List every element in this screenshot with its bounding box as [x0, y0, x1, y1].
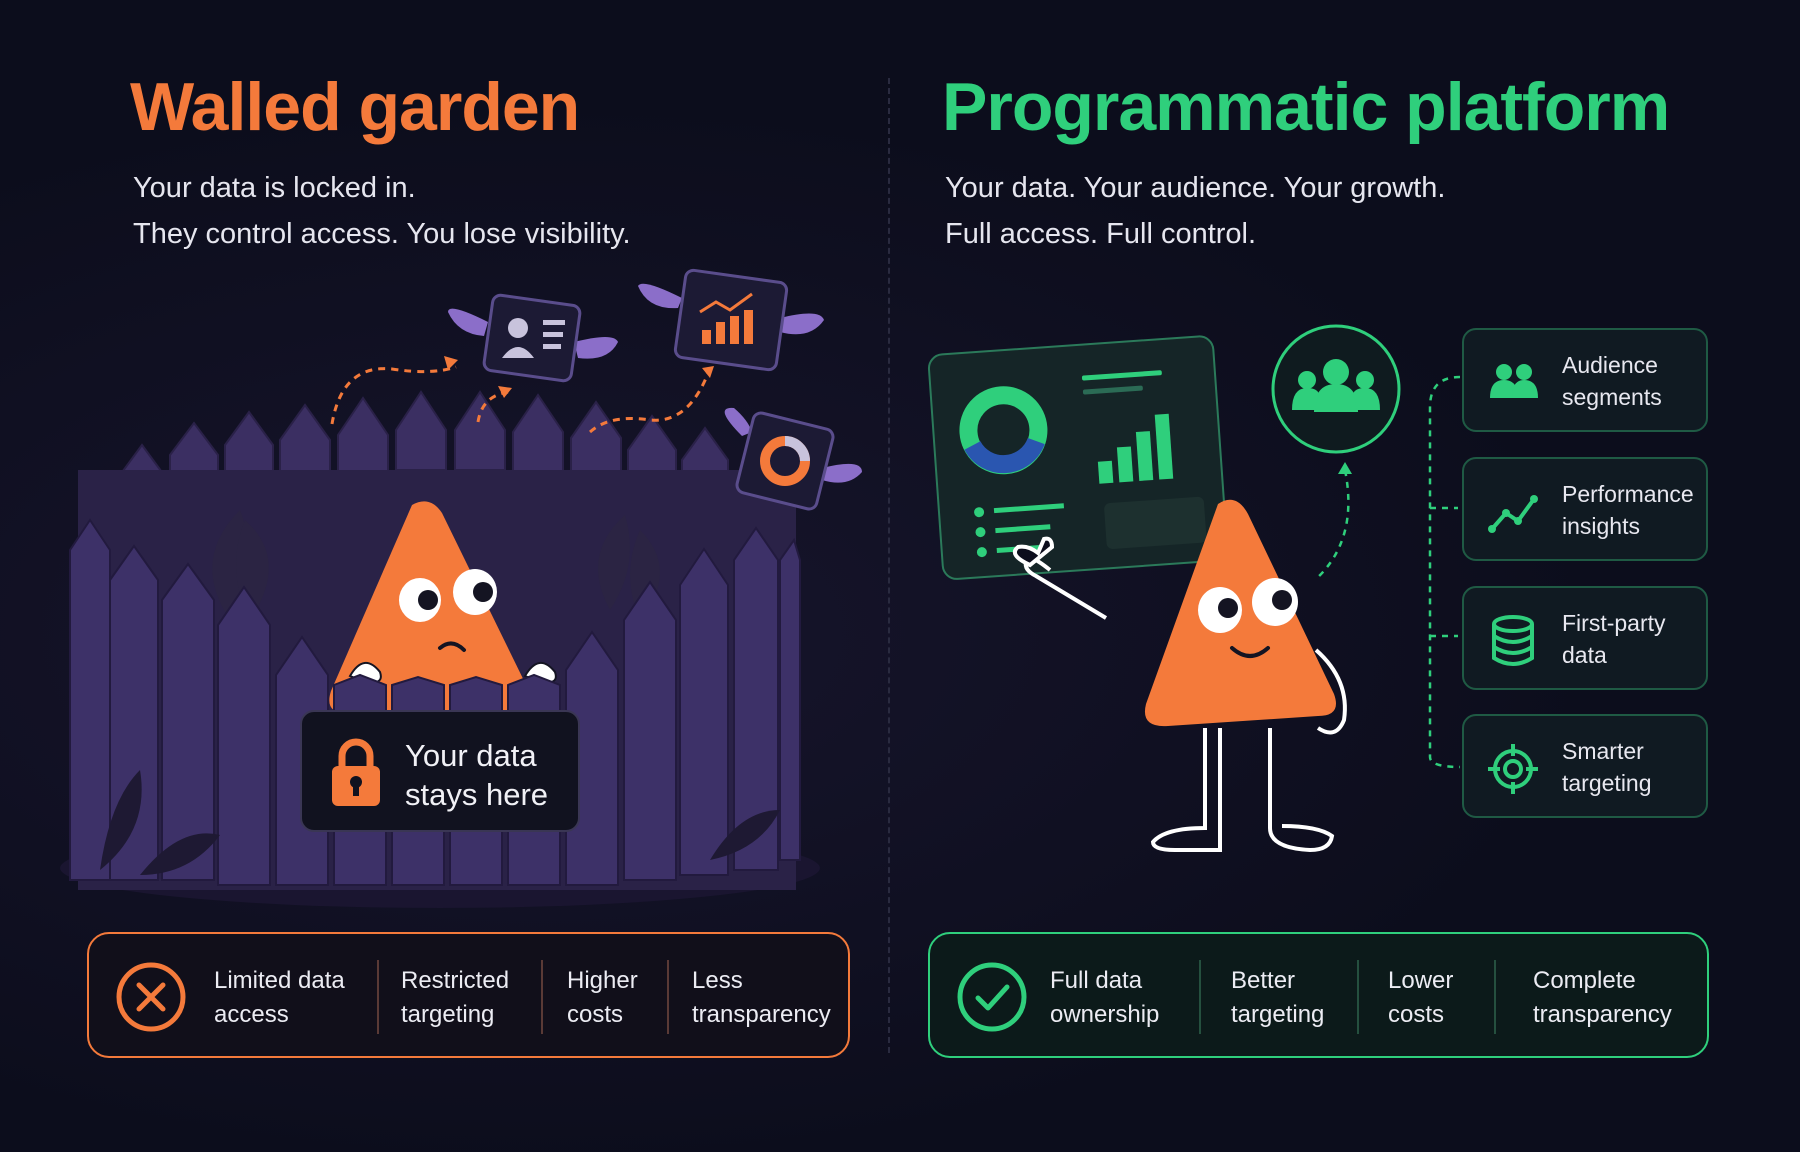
analytics-dashboard [927, 335, 1229, 580]
feature-first-party-data[interactable]: First-party data [1462, 586, 1708, 690]
lock-icon [332, 738, 380, 806]
feature-performance-insights[interactable]: Performance insights [1462, 457, 1708, 561]
benefit-item: Complete transparency [1533, 964, 1672, 1032]
feature-smarter-targeting[interactable]: Smarter targeting [1462, 714, 1708, 818]
drawback-line-1: Restricted [401, 967, 510, 994]
drawback-line-2: access [214, 1001, 289, 1028]
drawback-item: Restricted targeting [401, 964, 509, 1032]
programmatic-benefits: Full data ownership Better targeting Low… [928, 932, 1709, 1058]
sad-triangle-character [329, 501, 557, 713]
panel-divider [888, 78, 890, 1053]
separator [541, 960, 543, 1034]
feature-first-party-line-2: data [1562, 642, 1607, 668]
feature-first-party-line-1: First-party [1562, 610, 1666, 636]
database-icon [1492, 615, 1534, 666]
separator [1199, 960, 1201, 1034]
badge-line-2: stays here [405, 777, 549, 812]
benefit-line-1: Lower [1388, 967, 1454, 994]
benefit-item: Full data ownership [1050, 964, 1159, 1032]
feature-audience-line-2: segments [1562, 384, 1662, 410]
separator [667, 960, 669, 1034]
separator [1494, 960, 1496, 1034]
happy-triangle-character [1013, 499, 1347, 853]
walled-garden-title: Walled garden [130, 69, 580, 145]
walled-garden-subtitle-1: Your data is locked in. [133, 172, 416, 204]
benefit-line-2: ownership [1050, 1001, 1160, 1028]
connector-lines [1314, 375, 1461, 769]
programmatic-illustration [927, 324, 1461, 853]
users-icon [1490, 364, 1538, 398]
programmatic-subtitle-2: Full access. Full control. [945, 218, 1257, 250]
benefit-line-2: transparency [1533, 1001, 1672, 1028]
feature-targeting-line-2: targeting [1562, 770, 1652, 796]
separator [1357, 960, 1359, 1034]
programmatic-platform-title: Programmatic platform [942, 69, 1670, 145]
trend-line-icon [1488, 495, 1538, 533]
check-circle-icon [957, 962, 1027, 1032]
drawback-line-2: costs [567, 1001, 624, 1028]
badge-line-1: Your data [405, 738, 537, 773]
foreground-plants [100, 770, 780, 875]
feature-performance-line-2: insights [1562, 513, 1640, 539]
walled-garden-drawbacks: Limited data access Restricted targeting… [87, 932, 850, 1058]
benefit-line-1: Better [1231, 967, 1296, 994]
drawback-item: Limited data access [214, 964, 345, 1032]
drawback-line-1: Limited data [214, 967, 345, 994]
flying-donut-card [724, 407, 862, 511]
plants [212, 510, 660, 620]
separator [377, 960, 379, 1034]
feature-audience-line-1: Audience [1562, 352, 1658, 378]
benefit-line-2: costs [1388, 1001, 1445, 1028]
drawback-line-2: targeting [401, 1001, 495, 1028]
benefit-item: Better targeting [1231, 964, 1324, 1032]
feature-performance-line-1: Performance [1562, 481, 1694, 507]
target-icon [1488, 744, 1538, 794]
front-fence [69, 518, 801, 886]
benefit-item: Lower costs [1388, 964, 1453, 1032]
benefit-line-1: Complete [1533, 967, 1636, 994]
x-circle-icon [116, 962, 186, 1032]
walled-garden-illustration [60, 268, 862, 908]
feature-targeting-line-1: Smarter [1562, 738, 1644, 764]
drawback-item: Higher costs [567, 964, 638, 1032]
flying-profile-card [448, 293, 618, 383]
drawback-line-1: Less [692, 967, 743, 994]
benefit-line-1: Full data [1050, 967, 1143, 994]
benefit-line-2: targeting [1231, 1001, 1325, 1028]
drawback-line-1: Higher [567, 967, 638, 994]
drawback-line-2: transparency [692, 1001, 831, 1028]
drawback-item: Less transparency [692, 964, 831, 1032]
programmatic-subtitle-1: Your data. Your audience. Your growth. [945, 172, 1446, 204]
walled-garden-subtitle-2: They control access. You lose visibility… [133, 218, 631, 250]
data-locked-badge: Your data stays here [300, 710, 580, 832]
feature-audience-segments[interactable]: Audience segments [1462, 328, 1708, 432]
flying-chart-card [638, 268, 824, 372]
